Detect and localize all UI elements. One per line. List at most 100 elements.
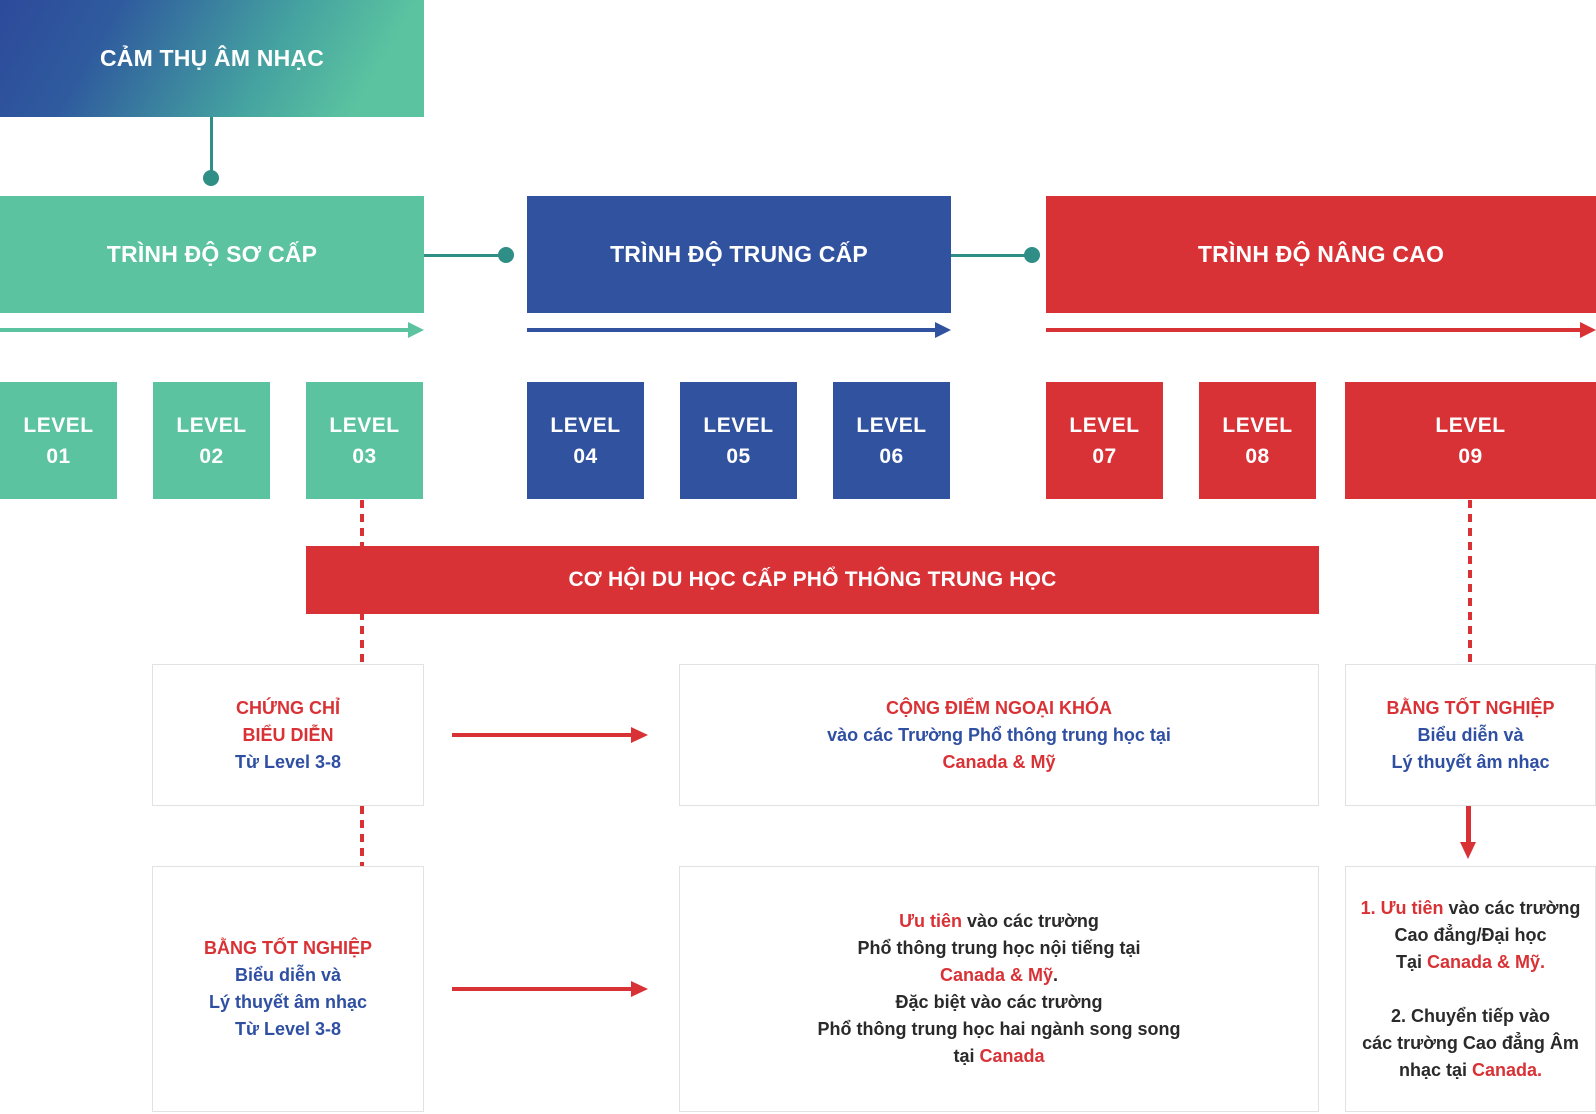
stage-advanced-title: TRÌNH ĐỘ NÂNG CAO xyxy=(1197,241,1445,267)
arrow-advanced xyxy=(1046,328,1582,332)
level-02: LEVEL 02 xyxy=(153,382,270,499)
extra-line3: Canada & Mỹ xyxy=(942,751,1056,772)
study-abroad-banner-title: CƠ HỘI DU HỌC CẤP PHỔ THÔNG TRUNG HỌC xyxy=(568,568,1057,591)
top-header: CẢM THỤ ÂM NHẠC xyxy=(0,0,424,117)
level-label: LEVEL xyxy=(1222,413,1293,437)
priority-period: . xyxy=(1053,965,1059,985)
connector-2-3 xyxy=(951,254,1033,257)
priority-text: vào các trường xyxy=(962,911,1099,931)
cert-line2: BIỂU DIỄN xyxy=(242,724,334,745)
outcome-line6: nhạc tại Canada. xyxy=(1399,1057,1542,1084)
level-03: LEVEL 03 xyxy=(306,382,423,499)
arrow-cert-to-extra xyxy=(452,733,633,737)
outcome-highlight: 1. Ưu tiên xyxy=(1360,897,1444,918)
level-09: LEVEL 09 xyxy=(1345,382,1596,499)
level-06: LEVEL 06 xyxy=(833,382,950,499)
grad9-line1: BẰNG TỐT NGHIỆP xyxy=(1386,697,1555,718)
level-number: 09 xyxy=(1458,444,1483,468)
outcome-text: vào các trường xyxy=(1443,897,1581,918)
box-outcome: 1. Ưu tiên vào các trường Cao đẳng/Đại h… xyxy=(1345,866,1596,1112)
grad38-line4: Từ Level 3-8 xyxy=(234,1019,342,1039)
grad9-line3: Lý thuyết âm nhạc xyxy=(1391,751,1550,772)
level-01: LEVEL 01 xyxy=(0,382,117,499)
arrow-beginner xyxy=(0,328,410,332)
top-header-title: CẢM THỤ ÂM NHẠC xyxy=(99,45,325,71)
outcome-prefix: Tại xyxy=(1395,951,1427,972)
box-priority: Ưu tiên vào các trường Phổ thông trung h… xyxy=(679,866,1319,1112)
outcome-country2: Canada. xyxy=(1472,1059,1543,1080)
level-label: LEVEL xyxy=(1435,413,1506,437)
grad9-line2: Biểu diễn và xyxy=(1417,724,1524,745)
level-number: 06 xyxy=(879,444,904,468)
arrow-grad9-down-head xyxy=(1460,842,1476,859)
cert-line3: Từ Level 3-8 xyxy=(234,751,342,772)
extra-line2: vào các Trường Phổ thông trung học tại xyxy=(827,724,1171,745)
priority-line4: Đặc biệt vào các trường xyxy=(895,992,1103,1012)
connector-1-2 xyxy=(424,254,506,257)
level-number: 02 xyxy=(199,444,224,468)
outcome-line4: 2. Chuyển tiếp vào xyxy=(1390,1005,1551,1026)
outcome-country: Canada & Mỹ. xyxy=(1426,951,1546,972)
level-label: LEVEL xyxy=(329,413,400,437)
priority-line2: Phổ thông trung học nội tiếng tại xyxy=(857,938,1141,958)
outcome-prefix2: nhạc tại xyxy=(1398,1059,1472,1080)
level-label: LEVEL xyxy=(856,413,927,437)
grad38-line2: Biểu diễn và xyxy=(234,965,342,985)
connector-dot-top xyxy=(203,170,219,186)
arrow-intermediate xyxy=(527,328,937,332)
connector-dot-1 xyxy=(498,247,514,263)
level-number: 03 xyxy=(352,444,377,468)
arrow-beginner-head xyxy=(408,322,424,338)
arrow-grad9-down xyxy=(1466,806,1471,844)
connector-dot-2 xyxy=(1024,247,1040,263)
outcome-line1: 1. Ưu tiên vào các trường xyxy=(1361,895,1581,922)
level-number: 05 xyxy=(726,444,751,468)
arrow-grad-to-priority xyxy=(452,987,633,991)
stage-beginner: TRÌNH ĐỘ SƠ CẤP xyxy=(0,196,424,313)
box-certificate: CHỨNG CHỈ BIỂU DIỄN Từ Level 3-8 xyxy=(152,664,424,806)
stage-intermediate: TRÌNH ĐỘ TRUNG CẤP xyxy=(527,196,951,313)
level-label: LEVEL xyxy=(23,413,94,437)
priority-highlight: Ưu tiên xyxy=(899,911,963,931)
priority-line6: tại Canada xyxy=(953,1043,1044,1070)
arrow-grad-to-priority-head xyxy=(631,981,648,997)
stage-intermediate-title: TRÌNH ĐỘ TRUNG CẤP xyxy=(610,241,868,267)
outcome-line3: Tại Canada & Mỹ. xyxy=(1396,949,1545,976)
level-number: 07 xyxy=(1092,444,1117,468)
connector-vertical xyxy=(210,117,213,175)
outcome-line2: Cao đẳng/Đại học xyxy=(1394,924,1547,945)
cert-line1: CHỨNG CHỈ xyxy=(236,697,340,718)
grad38-line3: Lý thuyết âm nhạc xyxy=(208,992,368,1012)
priority-country: Canada & Mỹ xyxy=(939,965,1053,985)
arrow-intermediate-head xyxy=(935,322,951,338)
dotted-connector-level3-lower xyxy=(360,806,364,866)
priority-line3: Canada & Mỹ. xyxy=(940,962,1058,989)
level-04: LEVEL 04 xyxy=(527,382,644,499)
level-05: LEVEL 05 xyxy=(680,382,797,499)
box-graduation-level3-8: BẰNG TỐT NGHIỆP Biểu diễn và Lý thuyết â… xyxy=(152,866,424,1112)
stage-beginner-title: TRÌNH ĐỘ SƠ CẤP xyxy=(106,241,318,267)
level-number: 01 xyxy=(46,444,71,468)
level-07: LEVEL 07 xyxy=(1046,382,1163,499)
priority-line5: Phổ thông trung học hai ngành song song xyxy=(817,1019,1181,1039)
level-08: LEVEL 08 xyxy=(1199,382,1316,499)
dotted-connector-level9 xyxy=(1468,500,1472,666)
level-label: LEVEL xyxy=(176,413,247,437)
box-graduation-level9: BẰNG TỐT NGHIỆP Biểu diễn và Lý thuyết â… xyxy=(1345,664,1596,806)
extra-line1: CỘNG ĐIỂM NGOẠI KHÓA xyxy=(885,697,1112,718)
level-label: LEVEL xyxy=(1069,413,1140,437)
priority-country2: Canada xyxy=(979,1046,1045,1066)
outcome-line5: các trường Cao đẳng Âm xyxy=(1362,1032,1579,1053)
box-extra-points: CỘNG ĐIỂM NGOẠI KHÓA vào các Trường Phổ … xyxy=(679,664,1319,806)
level-label: LEVEL xyxy=(703,413,774,437)
stage-advanced: TRÌNH ĐỘ NÂNG CAO xyxy=(1046,196,1596,313)
level-label: LEVEL xyxy=(550,413,621,437)
priority-line1: Ưu tiên vào các trường xyxy=(899,908,1099,935)
priority-prefix: tại xyxy=(953,1046,980,1066)
level-number: 04 xyxy=(573,444,598,468)
arrow-cert-to-extra-head xyxy=(631,727,648,743)
arrow-advanced-head xyxy=(1580,322,1596,338)
grad38-line1: BẰNG TỐT NGHIỆP xyxy=(203,938,372,958)
level-number: 08 xyxy=(1245,444,1270,468)
study-abroad-banner: CƠ HỘI DU HỌC CẤP PHỔ THÔNG TRUNG HỌC xyxy=(306,546,1319,614)
